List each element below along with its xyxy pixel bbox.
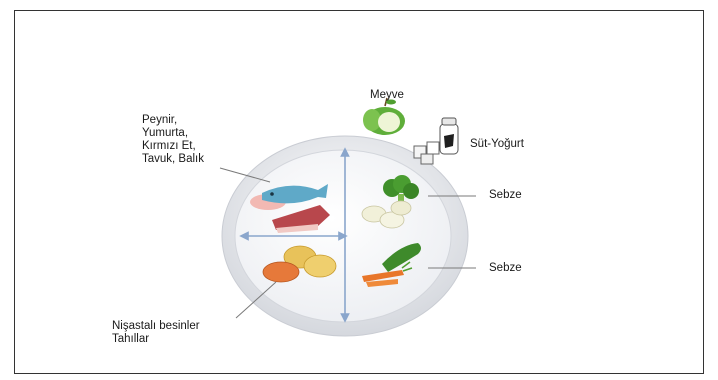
dairy-label: Süt-Yoğurt	[470, 138, 524, 151]
vegetable-bottom-label: Sebze	[489, 262, 522, 275]
dairy-icon	[414, 118, 458, 164]
starch-label: Nişastalı besinler Tahıllar	[112, 320, 200, 346]
protein-label-line: Tavuk, Balık	[142, 153, 204, 166]
starch-label-line: Nişastalı besinler	[112, 320, 200, 333]
protein-label-line: Peynir,	[142, 114, 204, 127]
protein-label-line: Yumurta,	[142, 127, 204, 140]
protein-label: Peynir, Yumurta, Kırmızı Et, Tavuk, Balı…	[142, 114, 204, 166]
vegetable-top-label: Sebze	[489, 189, 522, 202]
protein-label-line: Kırmızı Et,	[142, 140, 204, 153]
fruit-label: Meyve	[370, 89, 404, 102]
starch-label-line: Tahıllar	[112, 333, 200, 346]
fruit-apple-icon	[363, 98, 405, 135]
